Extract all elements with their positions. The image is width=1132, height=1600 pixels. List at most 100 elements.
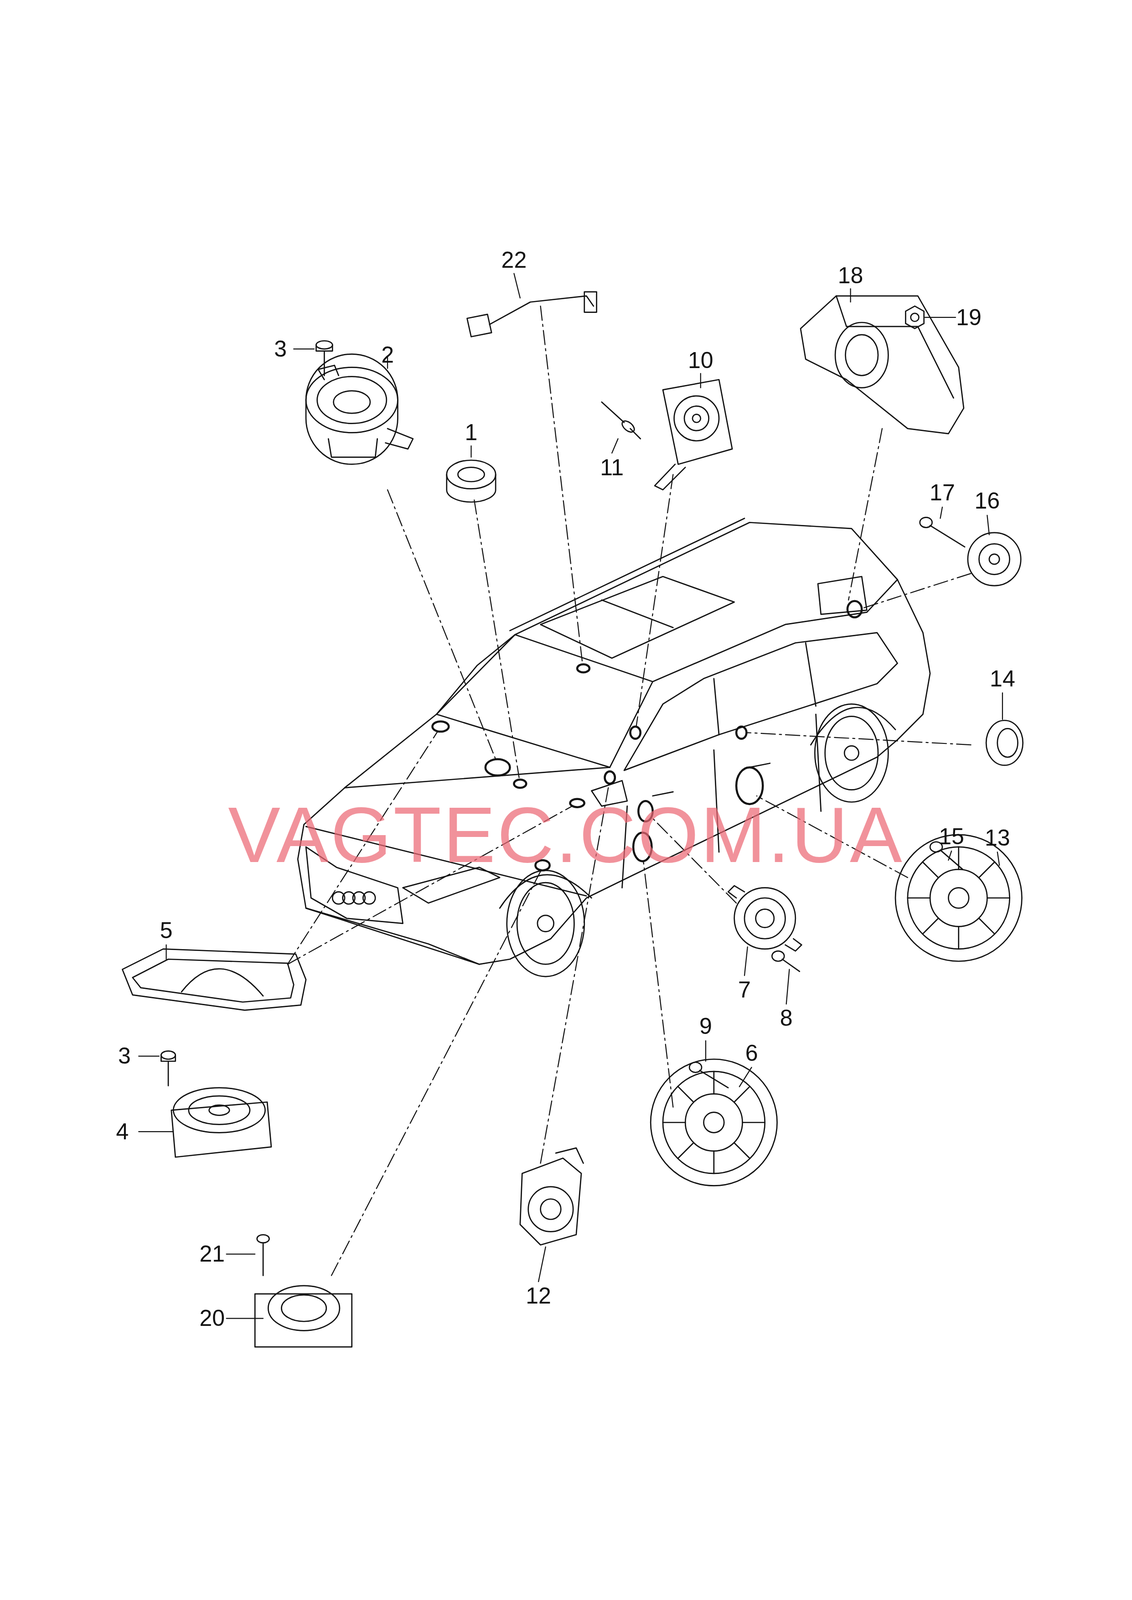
line-art bbox=[978, 543, 1010, 574]
line-art bbox=[907, 846, 1010, 949]
line-art bbox=[744, 897, 786, 939]
callout-number: 14 bbox=[987, 666, 1018, 691]
line-art bbox=[297, 522, 931, 964]
callout-number: 17 bbox=[927, 480, 957, 505]
line-art bbox=[385, 428, 414, 450]
line-art bbox=[305, 907, 480, 964]
line-art bbox=[747, 732, 972, 745]
callout-number: 21 bbox=[197, 1240, 227, 1266]
line-art bbox=[262, 1242, 264, 1276]
line-art bbox=[800, 295, 964, 434]
screw-3 bbox=[315, 340, 333, 376]
line-art bbox=[967, 532, 1021, 586]
line-art bbox=[705, 1040, 707, 1061]
line-art bbox=[132, 958, 294, 1002]
callout-number: 5 bbox=[158, 917, 175, 943]
line-art bbox=[630, 428, 641, 439]
speaker-4 bbox=[171, 1087, 272, 1157]
line-art bbox=[940, 506, 942, 519]
line-art bbox=[662, 1070, 766, 1174]
callout-number: 18 bbox=[836, 263, 866, 288]
line-art bbox=[537, 914, 554, 932]
callout-number: 22 bbox=[499, 247, 529, 273]
line-art bbox=[577, 663, 590, 672]
speaker-2 bbox=[305, 353, 414, 465]
line-art bbox=[654, 464, 686, 490]
line-art bbox=[782, 958, 800, 972]
line-art bbox=[940, 849, 963, 870]
line-art bbox=[814, 703, 889, 802]
line-art bbox=[734, 887, 796, 949]
line-art bbox=[907, 846, 1010, 949]
callout-number: 1 bbox=[463, 419, 480, 445]
line-art bbox=[989, 553, 1000, 564]
car-body bbox=[297, 518, 931, 977]
line-art bbox=[467, 314, 492, 337]
line-art bbox=[692, 413, 701, 423]
line-art bbox=[305, 366, 398, 433]
line-art bbox=[499, 874, 592, 908]
callout-number: 8 bbox=[778, 1005, 795, 1030]
callout-number: 13 bbox=[982, 825, 1013, 850]
line-art bbox=[905, 305, 924, 329]
line-art bbox=[268, 1285, 340, 1330]
line-art bbox=[305, 353, 398, 465]
screw-9 bbox=[689, 1061, 729, 1088]
line-art bbox=[848, 428, 883, 600]
line-art bbox=[122, 948, 306, 1010]
line-art bbox=[713, 642, 817, 734]
tweeter-10 bbox=[654, 379, 733, 490]
line-art bbox=[171, 1101, 272, 1157]
callout-number: 16 bbox=[972, 488, 1003, 513]
line-art bbox=[643, 861, 674, 1107]
line-art bbox=[513, 779, 527, 788]
line-art bbox=[845, 334, 879, 376]
line-art bbox=[986, 719, 1024, 765]
line-art bbox=[317, 376, 387, 424]
line-art bbox=[538, 1246, 546, 1282]
line-art bbox=[700, 373, 702, 388]
line-art bbox=[160, 1054, 176, 1086]
callout-number: 10 bbox=[686, 347, 716, 373]
line-art bbox=[987, 515, 989, 535]
line-art bbox=[315, 344, 333, 376]
line-art bbox=[862, 573, 971, 608]
line-art bbox=[333, 390, 371, 414]
screw-8 bbox=[771, 950, 800, 972]
line-art bbox=[209, 1104, 230, 1115]
line-art bbox=[138, 1054, 160, 1056]
nut-19 bbox=[905, 305, 924, 329]
callout-number: 3 bbox=[116, 1043, 133, 1068]
line-art bbox=[662, 379, 733, 465]
line-art bbox=[836, 295, 954, 399]
line-art bbox=[506, 869, 585, 977]
line-art bbox=[138, 1130, 174, 1132]
screw-17 bbox=[920, 516, 965, 547]
callout-number: 11 bbox=[598, 454, 626, 480]
line-art bbox=[318, 365, 339, 380]
line-art bbox=[293, 348, 315, 350]
line-art bbox=[315, 340, 333, 349]
leader-lines bbox=[287, 305, 972, 1275]
speaker-20 bbox=[254, 1285, 352, 1347]
speaker-1 bbox=[446, 460, 496, 502]
line-art bbox=[457, 467, 485, 482]
line-art bbox=[636, 474, 674, 725]
line-art bbox=[997, 851, 1000, 865]
line-art bbox=[470, 445, 472, 458]
callout-number: 4 bbox=[114, 1118, 131, 1144]
line-art bbox=[516, 882, 574, 964]
line-art bbox=[485, 759, 511, 776]
watermark: VAGTEC.COM.UA bbox=[227, 795, 904, 874]
line-art bbox=[910, 313, 920, 322]
line-art bbox=[930, 525, 965, 547]
line-art bbox=[997, 728, 1019, 757]
line-art bbox=[226, 1317, 264, 1319]
line-art bbox=[446, 460, 496, 489]
line-art bbox=[281, 1294, 326, 1321]
callout-number: 7 bbox=[736, 976, 753, 1002]
frame-5 bbox=[122, 948, 306, 1010]
line-art bbox=[331, 871, 541, 1276]
line-art bbox=[652, 579, 898, 682]
